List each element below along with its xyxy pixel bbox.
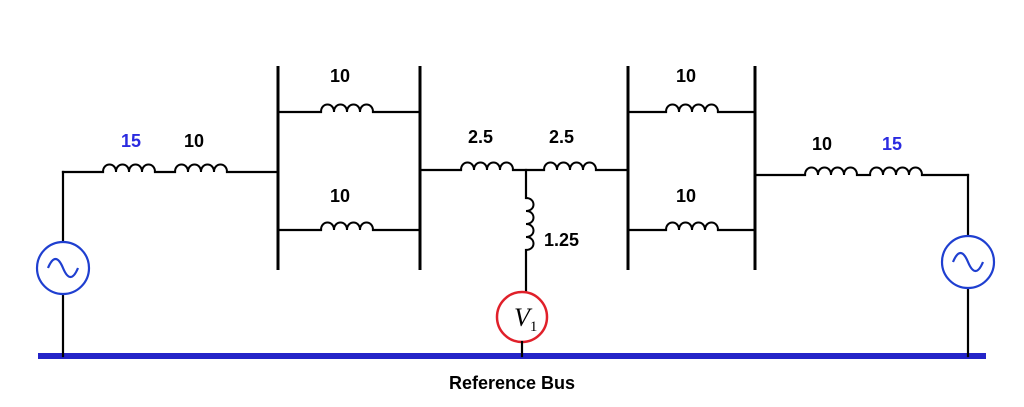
right-source-reactance-label: 15 — [882, 134, 902, 154]
center-left-reactance-label: 2.5 — [468, 127, 493, 147]
right-upper-reactance-label: 10 — [676, 66, 696, 86]
right-line-inductor-icon — [804, 166, 858, 176]
right-line-reactance-label: 10 — [812, 134, 832, 154]
voltage-source-label: V1 — [514, 303, 537, 335]
left-lower-reactance-label: 10 — [330, 186, 350, 206]
left-source-reactance-label: 15 — [121, 131, 141, 151]
right-lower-reactance-label: 10 — [676, 186, 696, 206]
left-parallel-block: 10 10 — [276, 66, 422, 270]
voltage-source: V1 — [495, 290, 549, 358]
left-generator — [35, 170, 91, 358]
right-parallel-block: 10 10 — [626, 66, 757, 270]
left-upper-reactance-label: 10 — [330, 66, 350, 86]
center-right-inductor-icon — [543, 161, 597, 171]
right-lower-inductor-icon — [665, 221, 719, 231]
right-generator — [940, 173, 996, 358]
right-upper-inductor-icon — [665, 103, 719, 113]
shunt-reactance-label: 1.25 — [544, 230, 579, 250]
left-upper-inductor-icon — [320, 103, 374, 113]
center-left-inductor-icon — [460, 161, 514, 171]
left-line-reactance-label: 10 — [184, 131, 204, 151]
shunt-inductor-icon — [525, 197, 535, 251]
center-right-reactance-label: 2.5 — [549, 127, 574, 147]
reference-bus-label: Reference Bus — [449, 373, 575, 393]
left-source-inductor-icon — [102, 163, 156, 173]
left-line-inductor-icon — [174, 163, 228, 173]
right-source-inductor-icon — [869, 166, 923, 176]
left-lower-inductor-icon — [320, 221, 374, 231]
